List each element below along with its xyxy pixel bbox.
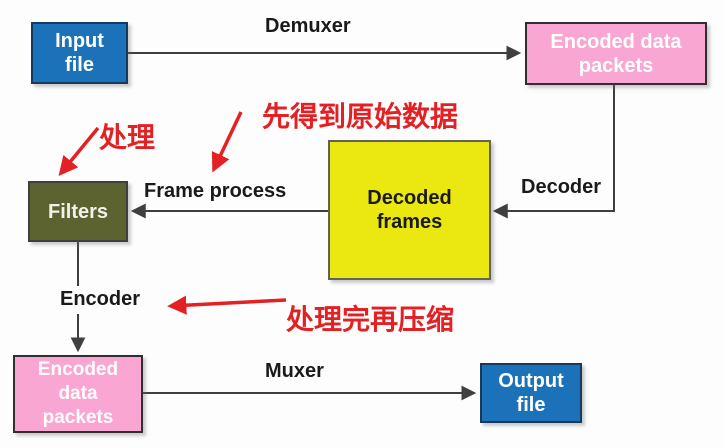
node-input-file: Input file [31, 22, 128, 84]
edge-label-encoder: Encoder [60, 288, 141, 310]
node-encoded-data-packets-top: Encoded data packets [525, 22, 707, 85]
node-filters: Filters [28, 181, 128, 242]
red-arrow-to-encoder [167, 295, 287, 315]
arrow-decoder [492, 84, 615, 219]
edge-label-muxer: Muxer [265, 360, 324, 382]
annotation-process: 处理 [99, 121, 156, 154]
annotation-compress-after-process: 处理完再压缩 [286, 303, 455, 336]
edge-label-frame-process: Frame process [144, 180, 287, 202]
annotation-raw-data-first: 先得到原始数据 [262, 100, 459, 133]
red-arrow-to-filters [58, 126, 100, 176]
node-output-file: Output file [480, 363, 582, 423]
edge-label-decoder: Decoder [521, 176, 602, 198]
node-encoded-data-packets-bottom: Encoded data packets [13, 355, 143, 433]
edge-label-demuxer: Demuxer [265, 15, 351, 37]
red-arrow-to-frame-process [211, 111, 243, 173]
node-decoded-frames: Decoded frames [328, 140, 491, 280]
